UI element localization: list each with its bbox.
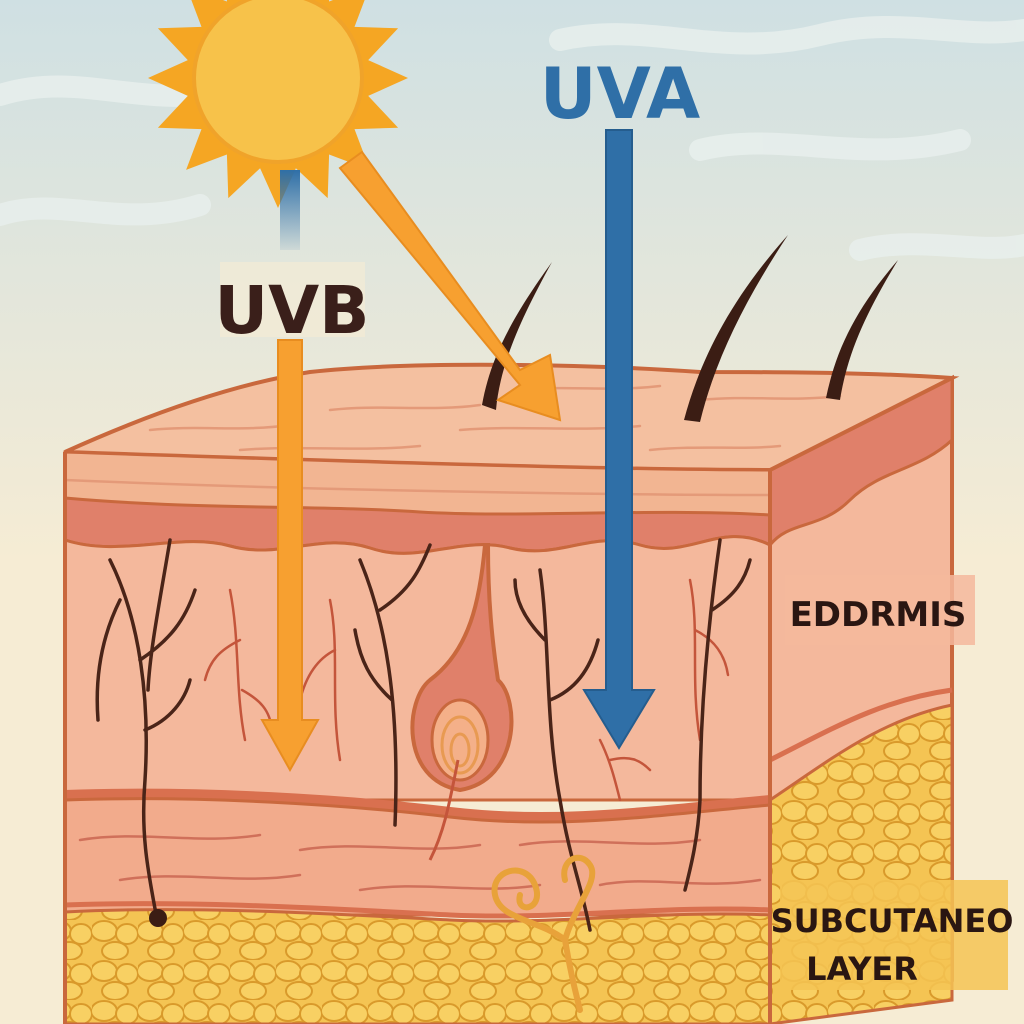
epidermis-layer xyxy=(63,450,772,555)
hair-follicle-icon xyxy=(410,543,514,861)
uva-label: UVA xyxy=(540,53,700,135)
subcutaneous-label-line1: SUBCUTANEO xyxy=(771,902,1014,940)
uvb-arrow xyxy=(260,339,320,773)
nerve-ending xyxy=(149,909,167,927)
subcutaneous-fat-layer xyxy=(63,908,772,1024)
subcutaneous-label-backdrop xyxy=(780,880,1008,990)
uvb-label-backdrop xyxy=(220,262,365,337)
subcutaneous-label-line2: LAYER xyxy=(806,950,918,988)
uvb-fade-segment xyxy=(280,170,300,250)
hair-strand-icon xyxy=(482,235,898,422)
nerve-fibers xyxy=(95,538,752,932)
uv-diagonal-arrow xyxy=(338,150,562,422)
sweat-gland-icon xyxy=(491,854,596,1013)
uvb-label: UVB xyxy=(215,272,370,349)
dermis-label: EDDRMIS xyxy=(790,595,967,635)
uva-arrow xyxy=(582,129,656,750)
dermis-label-backdrop xyxy=(785,575,975,645)
dermis-layer xyxy=(63,535,772,919)
sun-icon xyxy=(148,0,408,208)
uvb-ray xyxy=(260,170,320,773)
